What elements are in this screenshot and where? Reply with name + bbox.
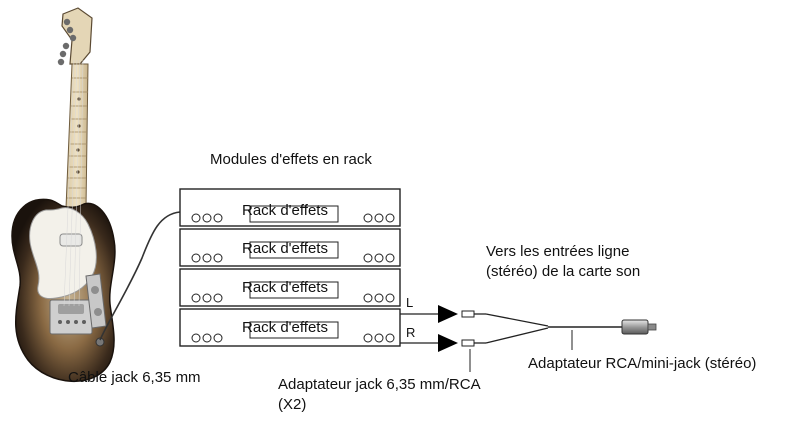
destination-label-line2: (stéréo) de la carte son: [486, 263, 640, 280]
rack-label-1: Rack d'effets: [242, 202, 328, 219]
adapter-rca-label: Adaptateur RCA/mini-jack (stéréo): [528, 355, 756, 372]
rack-label-2: Rack d'effets: [242, 240, 328, 257]
rack-knob-icon: [191, 253, 395, 263]
guitar-body: [11, 59, 116, 383]
guitar-cable: [99, 211, 181, 341]
destination-label-line1: Vers les entrées ligne: [486, 243, 629, 260]
output-cables: L R: [400, 295, 458, 352]
modules-label: Modules d'effets en rack: [210, 151, 372, 168]
rack-knob-icon: [191, 213, 395, 223]
electric-guitar-icon: [11, 7, 116, 383]
adapter-jack-label-line2: (X2): [278, 396, 306, 413]
jack-plug-left-icon: [438, 305, 458, 323]
rack-label-4: Rack d'effets: [242, 319, 328, 336]
rack-unit-2: Rack d'effets: [179, 228, 401, 267]
rack-unit-4: Rack d'effets: [179, 308, 401, 347]
rca-plug-icon: [621, 319, 657, 335]
adapter-jack-label-line1: Adaptateur jack 6,35 mm/RCA: [278, 376, 481, 393]
jack-plug-right-icon: [438, 334, 458, 352]
rack-unit-3: Rack d'effets: [179, 268, 401, 307]
jack-rca-adapters: [461, 310, 486, 372]
channel-left-label: L: [406, 295, 413, 310]
y-cable: [485, 313, 625, 350]
rack-knob-icon: [191, 293, 395, 303]
cable-label: Câble jack 6,35 mm: [68, 369, 201, 386]
guitar-headstock: [57, 7, 93, 66]
rack-knob-icon: [191, 333, 395, 343]
rack-unit-1: Rack d'effets: [179, 188, 401, 227]
rack-label-3: Rack d'effets: [242, 279, 328, 296]
channel-right-label: R: [406, 325, 415, 340]
rack-stack: Rack d'effets Rack d'effets Rack d'effet…: [179, 188, 401, 347]
